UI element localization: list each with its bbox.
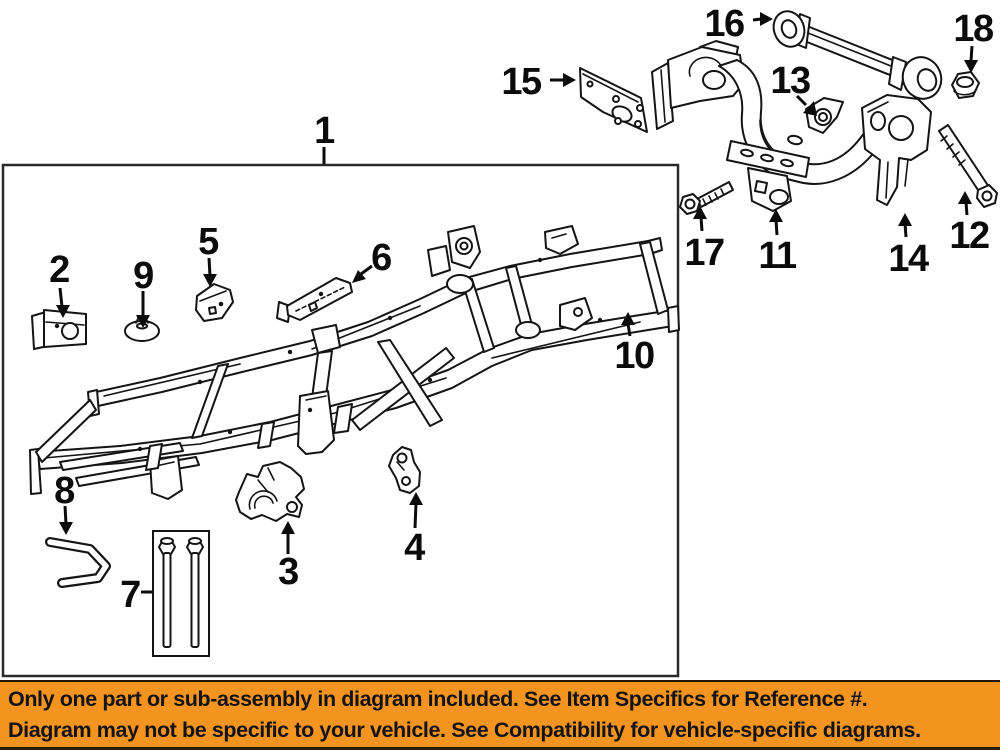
callout-17-label: 17 [684, 232, 724, 274]
disclaimer-line-1: Only one part or sub-assembly in diagram… [8, 687, 868, 711]
part-4-bracket [388, 446, 421, 494]
callout-1-label: 1 [314, 110, 335, 152]
callout-16-label: 16 [704, 3, 744, 45]
callout-4-label: 4 [404, 527, 425, 569]
part-13-bracket [805, 97, 844, 134]
part-6-bracket [276, 277, 353, 323]
callout-arrows [56, 12, 978, 594]
disclaimer-line-2: Diagram may not be specific to your vehi… [8, 718, 921, 742]
callout-15-label: 15 [501, 61, 542, 103]
callout-8-label: 8 [54, 470, 74, 512]
part-17-bolt [679, 181, 734, 215]
part-5-bracket [195, 283, 234, 322]
part-16-track-bar [772, 10, 943, 100]
frame-assembly-drawing [29, 225, 680, 500]
callout-7-label: 7 [120, 574, 140, 616]
callout-13-label: 13 [770, 60, 810, 102]
part-15-plate [579, 67, 648, 133]
part-7-bolt-kit [152, 530, 210, 657]
part-8-hook-rod [45, 537, 111, 588]
callout-9-label: 9 [133, 255, 153, 297]
callout-11-label: 11 [758, 235, 797, 277]
part-2-bracket [31, 309, 87, 350]
diagram-canvas: 1 2 3 4 5 6 7 8 9 10 11 12 13 14 15 16 1… [1, 3, 998, 678]
callout-6-label: 6 [371, 237, 391, 279]
callout-12-label: 12 [949, 215, 989, 257]
callout-18-label: 18 [953, 8, 993, 50]
part-12-bolt [938, 124, 998, 208]
part-18-nut [951, 71, 980, 99]
part-3-bracket [235, 461, 305, 522]
callout-14-label: 14 [888, 238, 929, 280]
callout-10-label: 10 [614, 335, 654, 377]
disclaimer-banner: Only one part or sub-assembly in diagram… [0, 680, 1000, 750]
part-11-crossmember-assembly [651, 40, 885, 212]
part-14-bracket [861, 94, 932, 206]
callout-5-label: 5 [198, 221, 219, 263]
callout-3-label: 3 [278, 551, 298, 593]
callout-2-label: 2 [49, 249, 69, 291]
